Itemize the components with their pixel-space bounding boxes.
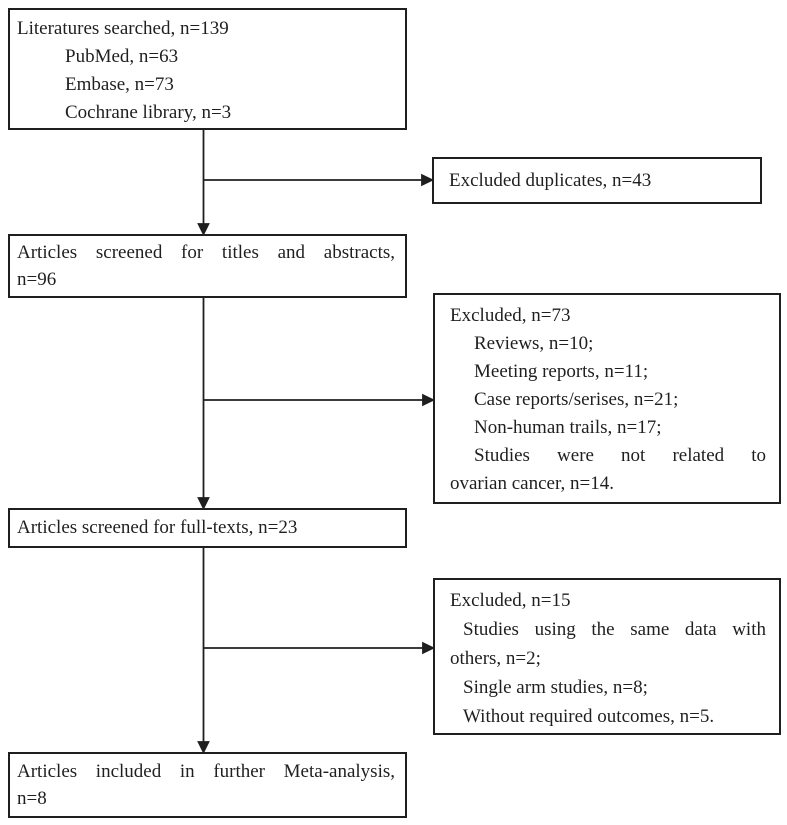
list-item: Cochrane library, n=3 [65,102,232,123]
box-title: Excluded duplicates, n=43 [449,169,652,191]
box-title: Excluded, n=15 [450,590,571,611]
box-title: Literatures searched, n=139 [17,18,229,39]
arrow-down-icon [197,497,210,511]
list-item: Studies were not related to [474,445,766,466]
arrow-right-icon [422,641,436,655]
box-title: Articles screened for full-texts, n=23 [17,517,298,538]
list-item: PubMed, n=63 [65,46,179,67]
box-screened-titles-abstracts: Articles screened for titles and abstrac… [8,234,407,298]
box-literatures-searched: Literatures searched, n=139 PubMed, n=63… [8,8,407,130]
list-item: Reviews, n=10; [474,333,594,354]
list-item: Studies using the same data with [463,619,766,640]
box-excluded-screening: Excluded, n=73 Reviews, n=10; Meeting re… [433,293,781,504]
box-title-continued: n=8 [17,788,47,809]
list-item: Meeting reports, n=11; [474,361,649,382]
list-item: Single arm studies, n=8; [463,677,648,698]
list-item: Embase, n=73 [65,74,174,95]
list-item-continued: ovarian cancer, n=14. [450,473,614,494]
list-item: Non-human trails, n=17; [474,417,662,438]
box-title: Articles screened for titles and abstrac… [17,242,395,263]
box-excluded-duplicates: Excluded duplicates, n=43 [432,157,762,204]
box-screened-full-texts: Articles screened for full-texts, n=23 [8,508,407,548]
arrow-right-icon [421,173,435,187]
box-title: Excluded, n=73 [450,305,571,326]
box-title-continued: n=96 [17,269,57,290]
list-item: Case reports/serises, n=21; [474,389,679,410]
box-excluded-fulltext: Excluded, n=15 Studies using the same da… [433,578,781,735]
list-item: Without required outcomes, n=5. [463,706,715,727]
arrow-down-icon [197,741,210,755]
arrow-right-icon [422,393,436,407]
list-item-continued: others, n=2; [450,648,541,669]
box-title: Articles included in further Meta-analys… [17,761,395,782]
box-included-meta-analysis: Articles included in further Meta-analys… [8,752,407,818]
arrow-down-icon [197,223,210,237]
